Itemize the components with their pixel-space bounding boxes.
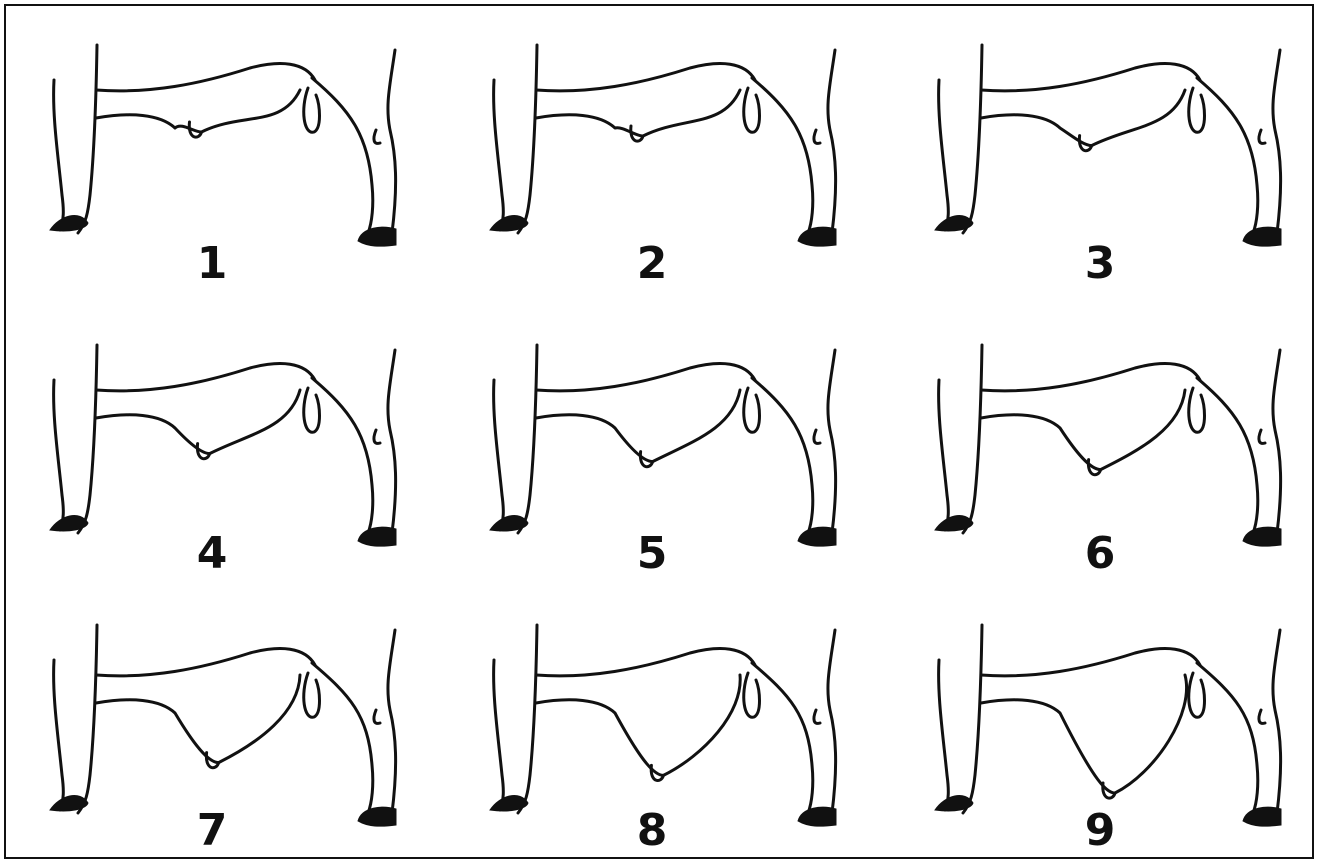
body-topline [981, 649, 1200, 676]
front-leg-outline [939, 660, 949, 810]
hock-mark [814, 430, 820, 443]
rear-fold [304, 388, 320, 432]
rear-leg-outline [828, 630, 836, 813]
rear-hoof [798, 807, 836, 826]
panel-5 [490, 345, 836, 546]
rear-fold [1189, 673, 1205, 717]
panel-1 [50, 45, 396, 246]
udder-outline [96, 90, 300, 132]
front-leg-outline [54, 380, 64, 530]
hock-mark [1259, 130, 1265, 143]
rear-fold [304, 673, 320, 717]
rear-hoof [1243, 227, 1281, 246]
front-leg-outline [518, 345, 537, 533]
panel-6 [935, 345, 1281, 546]
rear-leg-outline [752, 78, 813, 233]
hock-mark [1259, 430, 1265, 443]
rear-leg-outline [828, 350, 836, 533]
rear-leg-outline [1273, 50, 1281, 233]
rear-leg-outline [828, 50, 836, 233]
rear-leg-outline [312, 663, 373, 813]
body-topline [981, 364, 1200, 391]
rear-fold [744, 88, 760, 132]
panel-label: 9 [1085, 805, 1116, 856]
front-leg-outline [963, 45, 982, 233]
hock-mark [374, 710, 380, 723]
hock-mark [1259, 710, 1265, 723]
rear-leg-outline [1197, 78, 1258, 233]
front-leg-outline [939, 380, 949, 530]
panel-label: 5 [637, 528, 668, 579]
hock-mark [814, 710, 820, 723]
udder-outline [536, 675, 740, 775]
rear-hoof [1243, 807, 1281, 826]
rear-leg-outline [1273, 630, 1281, 813]
panel-label: 1 [197, 238, 228, 289]
body-topline [536, 64, 755, 91]
front-leg-outline [494, 380, 504, 530]
panel-label: 2 [637, 238, 668, 289]
rear-leg-outline [388, 630, 396, 813]
hock-mark [374, 430, 380, 443]
front-leg-outline [78, 345, 97, 533]
rear-hoof [798, 227, 836, 246]
panel-label: 8 [637, 805, 668, 856]
panel-label: 3 [1085, 238, 1116, 289]
udder-outline [96, 675, 300, 763]
hock-mark [814, 130, 820, 143]
rear-leg-outline [752, 378, 813, 533]
front-leg-outline [78, 45, 97, 233]
front-leg-outline [518, 45, 537, 233]
panel-label: 4 [197, 528, 228, 579]
panel-3 [935, 45, 1281, 246]
hock-mark [374, 130, 380, 143]
panel-9 [935, 625, 1281, 826]
rear-fold [304, 88, 320, 132]
body-topline [536, 364, 755, 391]
rear-fold [744, 388, 760, 432]
rear-hoof [798, 527, 836, 546]
front-leg-outline [494, 80, 504, 230]
body-topline [96, 649, 315, 676]
rear-fold [744, 673, 760, 717]
body-topline [536, 649, 755, 676]
rear-leg-outline [1197, 663, 1258, 813]
front-leg-outline [494, 660, 504, 810]
front-leg-outline [963, 625, 982, 813]
udder-outline [981, 675, 1187, 793]
rear-fold [1189, 88, 1205, 132]
udder-outline [981, 90, 1185, 146]
front-leg-outline [54, 80, 64, 230]
panel-label: 6 [1085, 528, 1116, 579]
panel-2 [490, 45, 836, 246]
rear-leg-outline [388, 50, 396, 233]
udder-outline [536, 90, 740, 136]
front-leg-outline [54, 660, 64, 810]
body-topline [96, 364, 315, 391]
rear-hoof [1243, 527, 1281, 546]
front-leg-outline [939, 80, 949, 230]
panel-8 [490, 625, 836, 826]
rear-hoof [358, 527, 396, 546]
rear-hoof [358, 227, 396, 246]
front-leg-outline [78, 625, 97, 813]
rear-hoof [358, 807, 396, 826]
rear-leg-outline [312, 78, 373, 233]
rear-leg-outline [1273, 350, 1281, 533]
rear-leg-outline [312, 378, 373, 533]
front-leg-outline [518, 625, 537, 813]
front-leg-outline [963, 345, 982, 533]
panel-7 [50, 625, 396, 826]
rear-fold [1189, 388, 1205, 432]
panel-4 [50, 345, 396, 546]
body-topline [981, 64, 1200, 91]
rear-leg-outline [752, 663, 813, 813]
rear-leg-outline [1197, 378, 1258, 533]
udder-outline [981, 390, 1185, 470]
rear-leg-outline [388, 350, 396, 533]
body-topline [96, 64, 315, 91]
udder-outline [536, 390, 740, 462]
panel-label: 7 [197, 805, 228, 856]
